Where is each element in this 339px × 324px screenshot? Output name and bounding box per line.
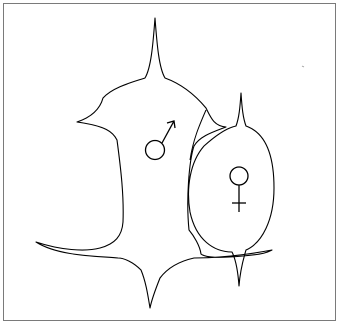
small-mark [302,66,304,67]
frame-border [4,4,336,321]
female-symbol-icon [230,167,248,212]
male-symbol-icon [146,121,176,160]
